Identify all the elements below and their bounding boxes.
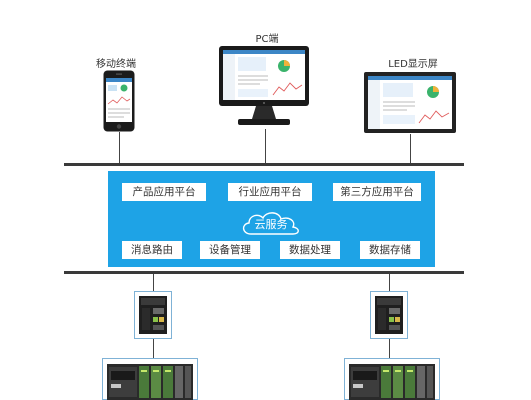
- top-network-bus: [64, 163, 464, 166]
- mobile-connector: [119, 132, 120, 164]
- service-device-management[interactable]: 设备管理: [200, 241, 260, 259]
- mobile-terminal-label: 移动终端: [96, 59, 136, 70]
- cloud-service-label: 云服务: [254, 218, 288, 231]
- service-product-platform[interactable]: 产品应用平台: [122, 183, 206, 201]
- led-connector: [410, 134, 411, 164]
- left-plc-connector: [153, 339, 154, 359]
- led-display-image: [364, 72, 456, 133]
- pc-monitor-image: [219, 46, 309, 125]
- service-third-party-platform[interactable]: 第三方应用平台: [333, 183, 421, 201]
- left-plc-device-image: [107, 364, 193, 400]
- bottom-network-bus: [64, 271, 464, 274]
- right-plc-connector: [389, 339, 390, 359]
- cloud-icon: [242, 212, 299, 235]
- led-display-label: LED显示屏: [388, 59, 438, 70]
- right-gateway-connector: [389, 274, 390, 292]
- left-gateway-device-image: [139, 296, 167, 334]
- service-industry-platform[interactable]: 行业应用平台: [228, 183, 312, 201]
- service-data-storage[interactable]: 数据存储: [360, 241, 420, 259]
- pc-label: PC端: [255, 34, 279, 45]
- service-message-routing[interactable]: 消息路由: [122, 241, 182, 259]
- service-data-processing[interactable]: 数据处理: [280, 241, 340, 259]
- pc-connector: [265, 129, 266, 164]
- right-plc-device-image: [349, 364, 435, 400]
- mobile-phone-image: [103, 70, 135, 132]
- left-gateway-connector: [153, 274, 154, 292]
- right-gateway-device-image: [375, 296, 403, 334]
